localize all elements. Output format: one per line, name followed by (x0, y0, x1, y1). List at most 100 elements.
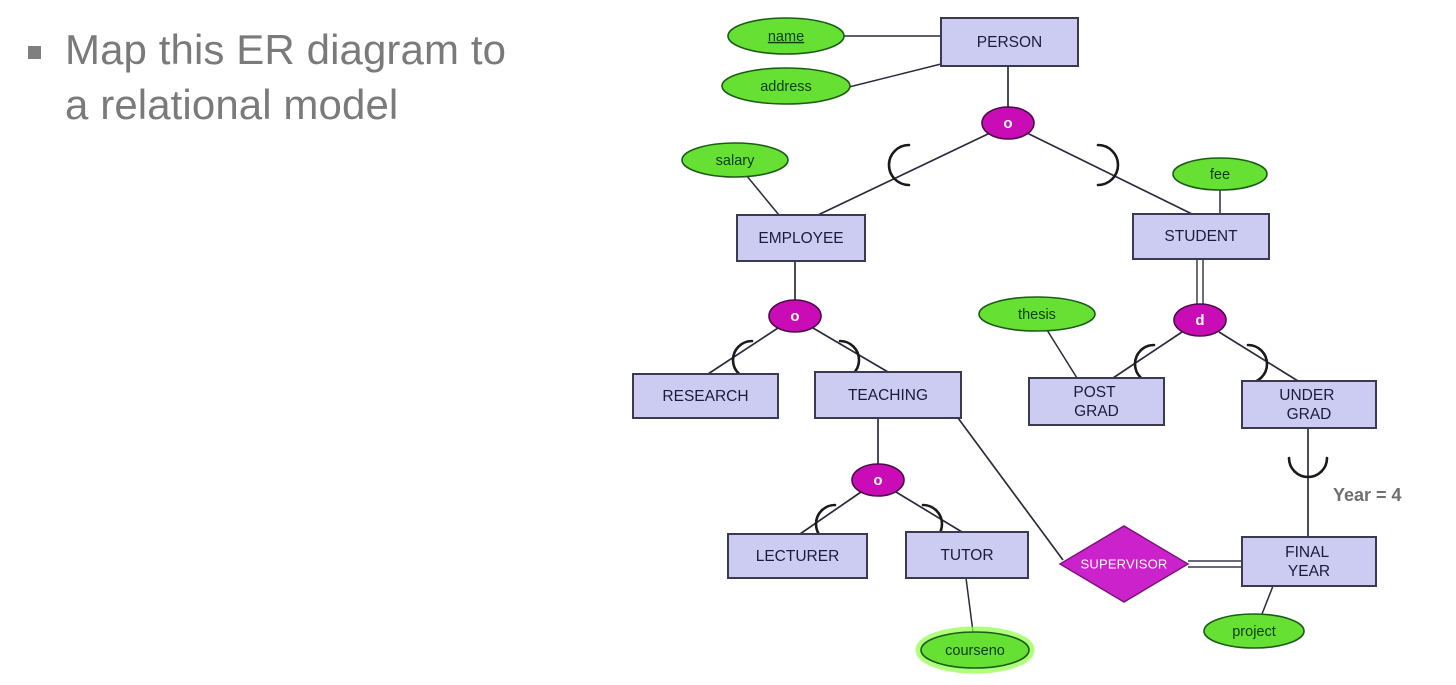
edge-spec-teaching (812, 327, 889, 373)
selection-glow-ring (915, 626, 1035, 674)
entity-lecturer[interactable]: LECTURER (727, 533, 868, 579)
entity-label: FINAL YEAR (1285, 544, 1333, 580)
specialization-ellipse[interactable] (768, 299, 822, 333)
attribute-label: fee (1210, 167, 1230, 183)
attribute-ellipse[interactable] (920, 631, 1030, 669)
entity-person[interactable]: PERSON (940, 17, 1079, 67)
entity-box[interactable] (632, 373, 779, 419)
entity-box[interactable] (1132, 213, 1270, 260)
entity-undergrad[interactable]: UNDER GRAD (1241, 380, 1377, 429)
attribute-label: salary (716, 153, 755, 169)
edge-salary-employee (745, 174, 780, 216)
attribute-name[interactable]: name (727, 17, 845, 55)
attribute-ellipse[interactable] (721, 67, 851, 105)
entity-label: POST GRAD (1073, 384, 1119, 420)
entity-student[interactable]: STUDENT (1132, 213, 1270, 260)
condition-label-year: Year = 4 (1333, 485, 1402, 505)
attribute-ellipse[interactable] (1172, 157, 1268, 191)
entity-label-line1: FINAL (1285, 544, 1329, 561)
specialization-label: o (790, 308, 799, 325)
edge-spec-postgrad (1112, 331, 1183, 379)
edge-spec-undergrad (1218, 331, 1299, 382)
attribute-courseno[interactable]: courseno (915, 626, 1035, 674)
entity-label: TUTOR (940, 547, 993, 564)
edge-project-finalyear (1261, 585, 1274, 615)
bullet-block: Map this ER diagram to a relational mode… (28, 22, 608, 133)
entity-research[interactable]: RESEARCH (632, 373, 779, 419)
edge-address-person (848, 63, 942, 88)
entity-box[interactable] (727, 533, 868, 579)
attribute-label: address (760, 79, 812, 95)
subset-arc-employee (887, 143, 911, 187)
entity-box[interactable] (814, 371, 962, 419)
specialization-student[interactable]: d (1173, 303, 1227, 337)
edge-spec-research (707, 327, 779, 375)
entity-label: UNDER GRAD (1279, 387, 1338, 423)
entity-label: TEACHING (848, 387, 928, 404)
subset-arc-undergrad (1246, 343, 1269, 385)
entity-label-line1: POST (1073, 384, 1116, 401)
specialization-person[interactable]: o (981, 106, 1035, 140)
specialization-label: d (1195, 312, 1204, 329)
edge-spec-employee (817, 132, 991, 216)
entity-label: PERSON (977, 34, 1042, 51)
edge-thesis-postgrad (1046, 329, 1078, 379)
subset-arc-student (1096, 143, 1120, 187)
edge-teaching-supervisor (957, 417, 1064, 561)
specialization-teaching[interactable]: o (851, 463, 905, 497)
specialization-circles: o o d o (768, 106, 1227, 497)
entity-employee[interactable]: EMPLOYEE (736, 214, 866, 262)
attribute-label: thesis (1018, 307, 1056, 323)
attribute-ellipse[interactable] (1203, 613, 1305, 649)
specialization-ellipse[interactable] (981, 106, 1035, 140)
subset-arc-finalyear (1287, 456, 1329, 479)
entity-teaching[interactable]: TEACHING (814, 371, 962, 419)
attribute-thesis[interactable]: thesis (978, 296, 1096, 332)
entity-label: RESEARCH (662, 388, 748, 405)
bullet-row: Map this ER diagram to a relational mode… (28, 22, 608, 133)
entity-label-line2: GRAD (1074, 403, 1119, 420)
entity-label-line2: YEAR (1288, 563, 1330, 580)
entity-box[interactable] (940, 17, 1079, 67)
attribute-fee[interactable]: fee (1172, 157, 1268, 191)
attribute-salary[interactable]: salary (681, 142, 789, 178)
relationship-supervisor[interactable]: SUPERVISOR (1058, 525, 1190, 603)
entity-box[interactable] (905, 531, 1029, 579)
edge-spec-tutor (895, 491, 963, 533)
attribute-ellipses: name address salary fee thesis cours (681, 17, 1305, 674)
connector-lines (707, 35, 1309, 633)
entity-tutor[interactable]: TUTOR (905, 531, 1029, 579)
entity-box[interactable] (1028, 377, 1165, 426)
attribute-project[interactable]: project (1203, 613, 1305, 649)
relationship-diamond[interactable] (1058, 525, 1190, 603)
specialization-label: o (1003, 115, 1012, 132)
edge-spec-student (1026, 132, 1193, 215)
entity-label-line2: GRAD (1287, 406, 1332, 423)
entity-label: LECTURER (756, 548, 840, 565)
entity-finalyear[interactable]: FINAL YEAR (1241, 536, 1377, 587)
edge-tutor-courseno (965, 577, 974, 633)
entity-box[interactable] (736, 214, 866, 262)
entity-label: EMPLOYEE (758, 230, 843, 247)
slide-body-text: Map this ER diagram to a relational mode… (65, 26, 507, 129)
attribute-label: name (768, 29, 804, 45)
square-bullet-icon (28, 46, 41, 59)
attribute-address[interactable]: address (721, 67, 851, 105)
entity-postgrad[interactable]: POST GRAD (1028, 377, 1165, 426)
specialization-label: o (873, 472, 882, 489)
entity-box[interactable] (1241, 536, 1377, 587)
specialization-ellipse[interactable] (851, 463, 905, 497)
edge-spec-lecturer (799, 491, 862, 535)
specialization-ellipse[interactable] (1173, 303, 1227, 337)
specialization-employee[interactable]: o (768, 299, 822, 333)
relationship-label: SUPERVISOR (1080, 556, 1167, 571)
entity-boxes: PERSON EMPLOYEE STUDENT RESEARCH TEACHIN… (632, 17, 1377, 587)
attribute-ellipse[interactable] (681, 142, 789, 178)
attribute-label: project (1232, 624, 1276, 640)
entity-box[interactable] (1241, 380, 1377, 429)
attribute-ellipse[interactable] (978, 296, 1096, 332)
attribute-label: courseno (945, 643, 1005, 659)
attribute-ellipse[interactable] (727, 17, 845, 55)
